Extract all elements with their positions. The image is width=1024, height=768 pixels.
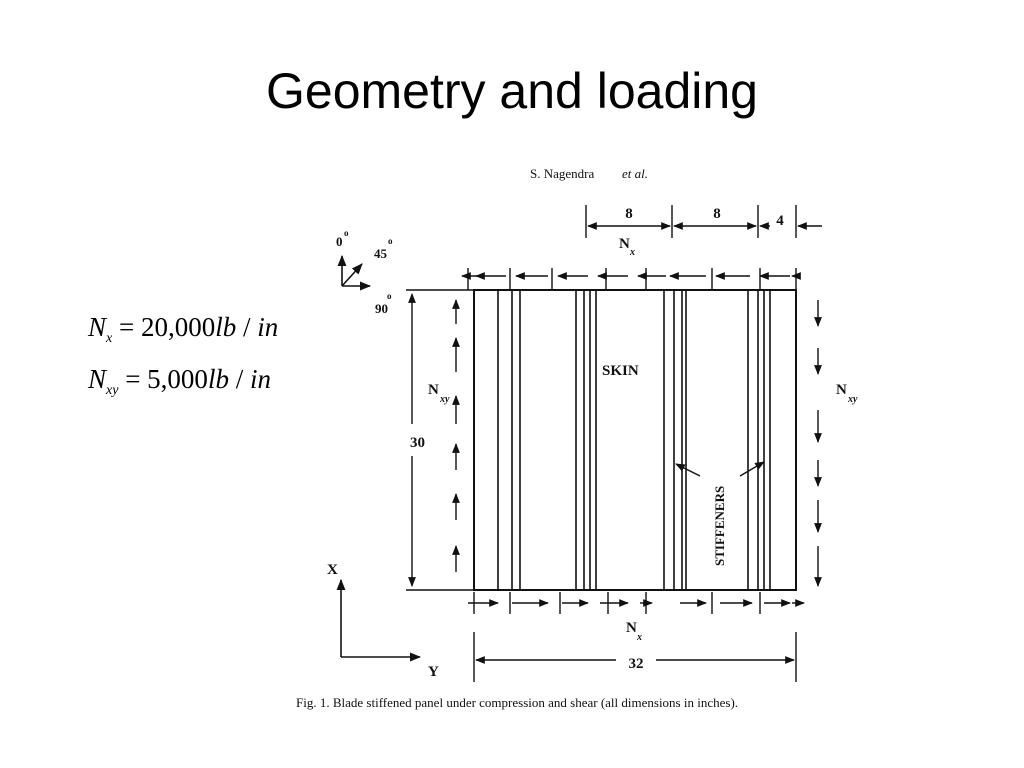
stiffener-lines [497,290,771,590]
eq-nx-unit-in: in [257,312,279,342]
figure-caption: Fig. 1. Blade stiffened panel under comp… [296,695,738,710]
equation-nxy: Nxy = 5,000lb / in [88,364,271,399]
ply-label-45: 45 [374,246,388,261]
ply-deg-90: o [387,291,392,301]
dim-top-b: 8 [713,206,721,222]
load-nxy-right-sub: xy [847,394,858,405]
stiffener-pointer-arrows [675,461,765,477]
x-axis-label: X [327,562,338,578]
eq-nx-value: = 20,000 [118,312,216,342]
eq-nx-slash: / [236,312,258,342]
load-nx-bottom-sub: x [636,632,642,643]
eq-nx-symbol: N [88,312,107,342]
dim-height: 30 [410,435,425,451]
load-nx-top-label: N [619,236,630,252]
figure-header-etal: et al. [622,166,648,181]
eq-nxy-subscript: xy [106,383,119,398]
load-nxy-right-label: N [836,382,847,398]
skin-label: SKIN [602,363,639,379]
load-nx-top-sub: x [629,247,635,258]
eq-nxy-slash: / [228,364,250,394]
ply-label-90: 90 [375,301,388,316]
dim-top-c: 4 [776,213,784,229]
load-nx-bottom-label: N [626,620,637,636]
figure-header-author: S. Nagendra [530,166,594,181]
eq-nxy-unit-lb: lb [207,364,229,394]
y-axis-label: Y [428,664,439,680]
ply-deg-0: o [344,228,349,238]
load-nxy-left-sub: xy [439,394,450,405]
eq-nx-subscript: x [106,331,113,346]
dim-width: 32 [629,656,644,672]
dim-top-a: 8 [625,206,633,222]
panel-outline [473,289,797,591]
slide-title: Geometry and loading [266,63,758,119]
stiffeners-label: STIFFENERS [712,486,727,566]
eq-nxy-symbol: N [88,364,107,394]
eq-nx-unit-lb: lb [215,312,237,342]
load-nxy-left-label: N [428,382,439,398]
top-load-ticks [467,268,797,290]
ply-deg-45: o [388,236,393,246]
ply-orientation-icon [337,254,372,291]
equation-nx: Nx = 20,000lb / in [88,312,278,347]
ply-label-0: 0 [336,234,343,249]
eq-nxy-value: = 5,000 [125,364,208,394]
eq-nxy-unit-in: in [249,364,271,394]
top-dimension-chain [585,205,822,238]
bottom-load-ticks [473,592,761,614]
